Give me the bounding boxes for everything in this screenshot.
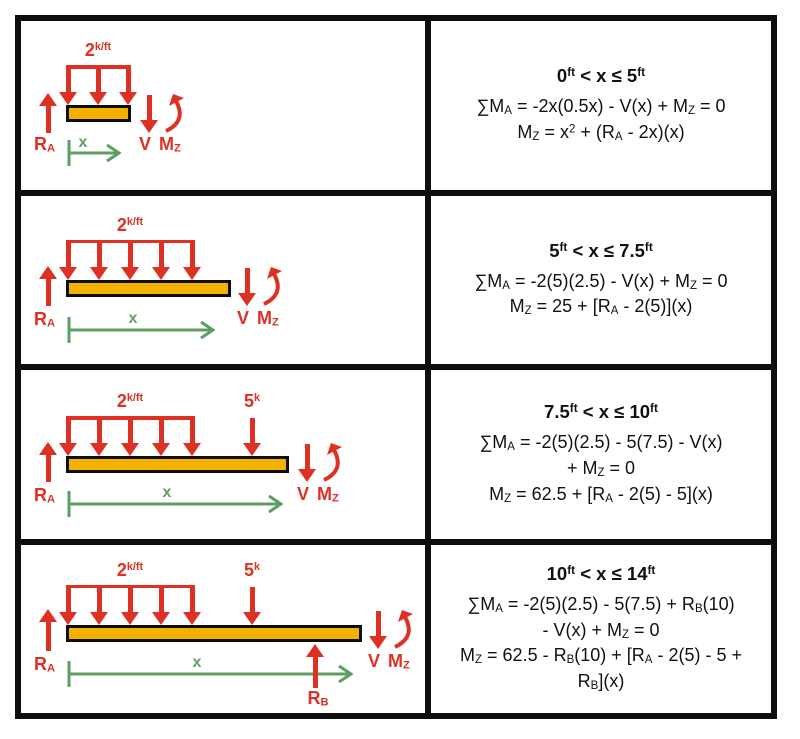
range-title: 5ft < x ≤ 7.5ft — [549, 239, 653, 261]
equation-line: ∑MA = -2(5)(2.5) - V(x) + MZ = 0 — [474, 270, 728, 292]
equation-line: MZ = 62.5 + [RA - 2(5) - 5](x) — [489, 483, 713, 505]
reaction-a-label: RA — [34, 653, 56, 675]
point-load-label: 5k — [243, 559, 261, 580]
beam — [66, 624, 362, 642]
shear-arrow-icon — [140, 95, 158, 133]
shear-label: V — [297, 484, 310, 504]
beam — [66, 279, 231, 297]
load-arrow-icon — [152, 416, 170, 456]
diagram-cell-3: 2k/ft 5k RA V MZ x — [21, 370, 425, 539]
shear-label: V — [368, 650, 381, 671]
equation-line: RB](x) — [577, 670, 625, 692]
moment-arrow-icon — [263, 266, 282, 306]
diagram-cell-2: 2k/ft RA V MZ x — [21, 195, 425, 364]
equation-cell-1: 0ft < x ≤ 5ft ∑MA = -2x(0.5x) - V(x) + M… — [431, 21, 771, 190]
load-arrow-icon — [90, 416, 108, 456]
range-title: 7.5ft < x ≤ 10ft — [544, 401, 658, 423]
x-axis-label: x — [78, 134, 88, 151]
load-arrow-icon — [183, 584, 201, 625]
reaction-a-label: RA — [34, 134, 56, 155]
point-load-label: 5k — [243, 391, 261, 411]
diagram-cell-4: 2k/ft 5k RA x RB V MZ — [21, 544, 425, 713]
load-arrow-icon — [121, 416, 139, 456]
range-title: 10ft < x ≤ 14ft — [546, 563, 656, 585]
reaction-a-arrow-icon — [39, 442, 57, 482]
moment-label: MZ — [388, 650, 410, 672]
moment-arrow-icon — [323, 443, 342, 482]
moment-label: MZ — [257, 307, 279, 329]
point-load-arrow-icon — [243, 418, 261, 456]
equation-cell-3: 7.5ft < x ≤ 10ft ∑MA = -2(5)(2.5) - 5(7.… — [431, 370, 771, 539]
dist-load-label: 2k/ft — [84, 40, 112, 60]
load-arrow-icon — [59, 65, 77, 105]
shear-moment-labels: V MZ — [368, 651, 410, 672]
x-axis-label: x — [128, 309, 138, 327]
load-arrow-icon — [119, 65, 137, 105]
equation-cell-4: 10ft < x ≤ 14ft ∑MA = -2(5)(2.5) - 5(7.5… — [431, 544, 771, 713]
moment-label: MZ — [317, 484, 339, 505]
reaction-a-label: RA — [34, 485, 56, 506]
load-arrow-icon — [89, 65, 107, 105]
load-arrow-icon — [152, 584, 170, 625]
load-arrow-icon — [121, 584, 139, 625]
reaction-b-arrow-icon — [306, 643, 324, 688]
x-axis-label: x — [192, 653, 202, 671]
moment-arrow-icon — [165, 94, 184, 133]
shear-arrow-icon — [369, 610, 387, 649]
load-arrow-icon — [183, 416, 201, 456]
dist-load-label: 2k/ft — [116, 214, 144, 235]
dist-load-label: 2k/ft — [116, 559, 144, 580]
x-axis — [67, 660, 353, 687]
shear-arrow-icon — [238, 267, 256, 306]
shear-moment-labels: V MZ — [139, 134, 181, 155]
reaction-a-arrow-icon — [39, 608, 57, 651]
equation-line: ∑MA = -2x(0.5x) - V(x) + MZ = 0 — [476, 96, 726, 118]
range-title: 0ft < x ≤ 5ft — [556, 65, 646, 87]
load-arrow-icon — [183, 239, 201, 280]
equation-line: MZ = x2 + (RA - 2x)(x) — [517, 121, 685, 143]
diagram-cell-1: 2k/ft RA V MZ x — [21, 21, 425, 190]
shear-label: V — [139, 134, 152, 154]
x-axis — [67, 491, 283, 517]
load-arrow-icon — [90, 239, 108, 280]
reaction-b-label: RB — [307, 687, 329, 709]
beam-sections-table: 2k/ft RA V MZ x 0ft < x ≤ 5ft ∑MA = -2x(… — [15, 15, 777, 719]
shear-label: V — [237, 307, 250, 328]
load-arrow-icon — [121, 239, 139, 280]
equation-cell-2: 5ft < x ≤ 7.5ft ∑MA = -2(5)(2.5) - V(x) … — [431, 195, 771, 364]
load-arrow-icon — [152, 239, 170, 280]
dist-load-label: 2k/ft — [116, 391, 144, 411]
equation-line: MZ = 62.5 - RB(10) + [RA - 2(5) - 5 + — [459, 645, 743, 667]
x-axis — [67, 140, 121, 166]
reaction-a-label: RA — [34, 308, 56, 330]
equation-line: - V(x) + MZ = 0 — [542, 619, 660, 641]
shear-moment-labels: V MZ — [237, 308, 279, 329]
equation-line: ∑MA = -2(5)(2.5) - 5(7.5) - V(x) — [479, 432, 723, 454]
equation-line: + MZ = 0 — [566, 457, 636, 480]
shear-moment-labels: V MZ — [297, 484, 339, 505]
load-arrow-icon — [59, 584, 77, 625]
beam — [66, 456, 289, 473]
point-load-arrow-icon — [243, 586, 261, 625]
reaction-a-arrow-icon — [39, 265, 57, 306]
x-axis-label: x — [162, 484, 172, 501]
equation-line: MZ = 25 + [RA - 2(5)](x) — [509, 296, 693, 318]
shear-arrow-icon — [298, 444, 316, 482]
load-arrow-icon — [59, 416, 77, 456]
x-axis — [67, 316, 215, 343]
beam — [66, 105, 131, 122]
reaction-a-arrow-icon — [39, 93, 57, 133]
load-arrow-icon — [90, 584, 108, 625]
load-arrow-icon — [59, 239, 77, 280]
moment-label: MZ — [159, 134, 181, 155]
equation-line: ∑MA = -2(5)(2.5) - 5(7.5) + RB(10) — [467, 594, 735, 616]
moment-arrow-icon — [394, 609, 413, 649]
